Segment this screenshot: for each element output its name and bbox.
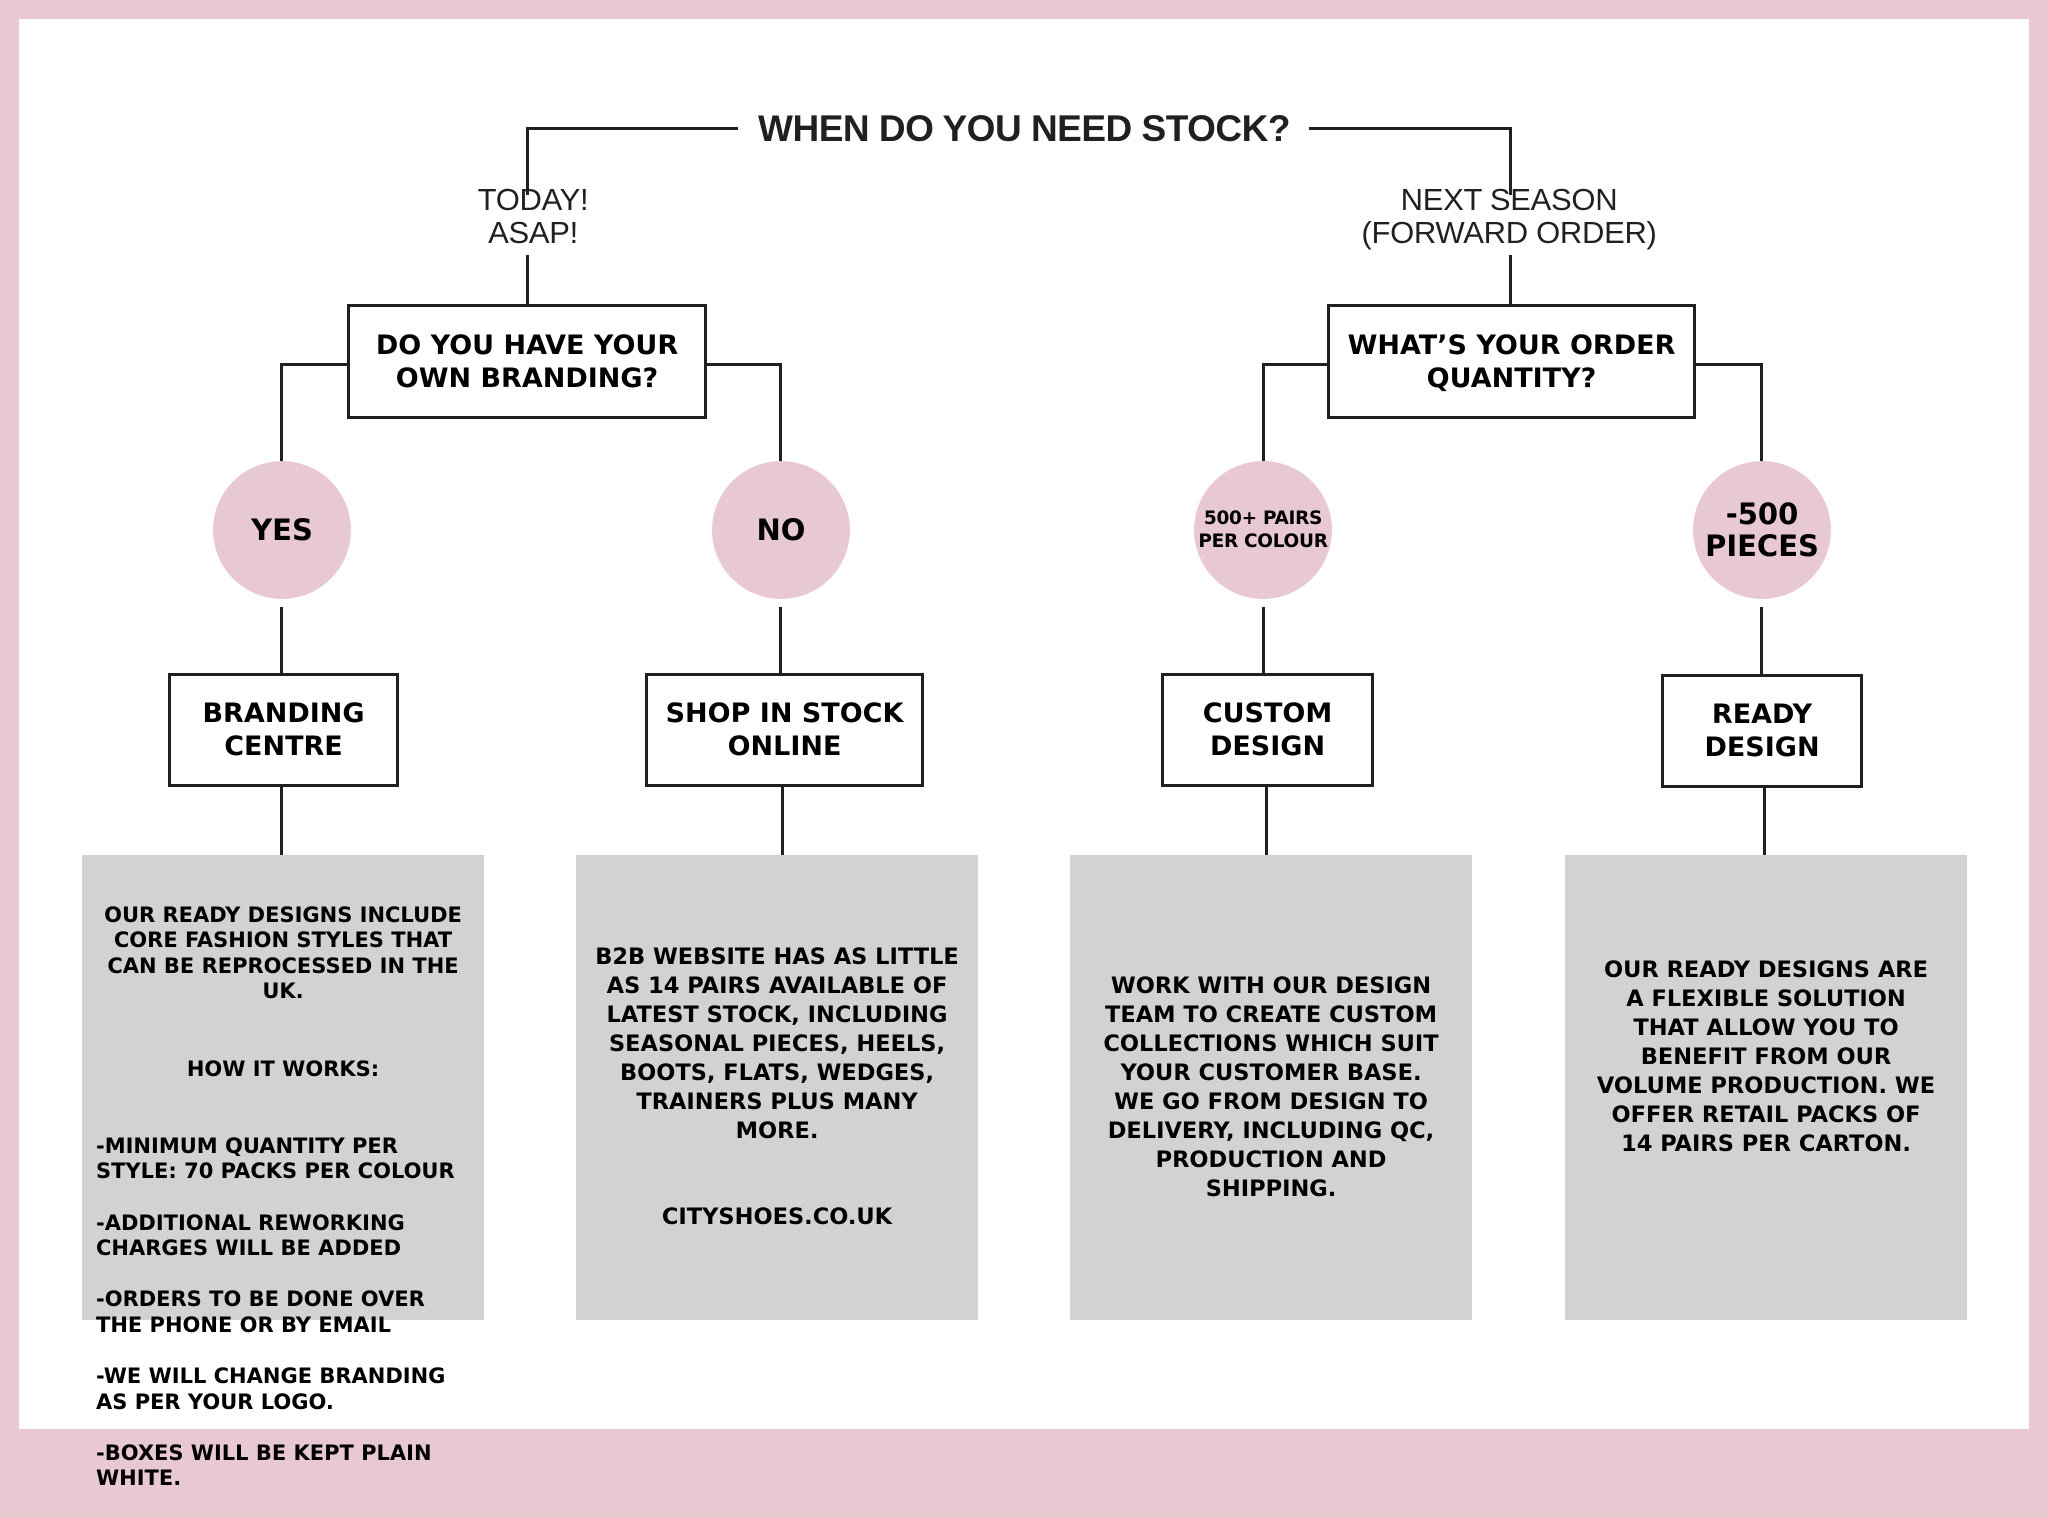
- timing-label-next-season: NEXT SEASON (FORWARD ORDER): [1361, 182, 1657, 250]
- result-box-custom-design: CUSTOM DESIGN: [1161, 673, 1374, 787]
- option-under500-label: -500 PIECES: [1705, 497, 1819, 563]
- result-box-branding-centre: BRANDING CENTRE: [168, 673, 399, 787]
- root-connector-left-drop: [526, 127, 529, 195]
- result-custom-design-text: CUSTOM DESIGN: [1202, 698, 1333, 762]
- result-shop-online-text: SHOP IN STOCK ONLINE: [665, 698, 904, 762]
- result-box-ready-design: READY DESIGN: [1661, 674, 1863, 788]
- info-ready-design-text: OUR READY DESIGNS ARE A FLEXIBLE SOLUTIO…: [1596, 957, 1936, 1157]
- branch-drop-yes: [280, 363, 283, 468]
- result-box-shop-online: SHOP IN STOCK ONLINE: [645, 673, 924, 787]
- branch-line-no: [706, 363, 782, 366]
- option-circle-500plus: 500+ PAIRS PER COLOUR: [1194, 461, 1332, 599]
- connector-yes-to-result: [280, 607, 283, 674]
- timing-label-today: TODAY! ASAP!: [477, 182, 589, 250]
- info-branding-point: -BOXES WILL BE KEPT PLAIN WHITE.: [96, 1440, 432, 1491]
- root-connector-right: [1309, 127, 1512, 130]
- info-shop-online-link[interactable]: CITYSHOES.CO.UK: [661, 1204, 893, 1230]
- flowchart-canvas: WHEN DO YOU NEED STOCK? TODAY! ASAP! NEX…: [19, 19, 2029, 1490]
- question-box-branding: DO YOU HAVE YOUR OWN BRANDING?: [347, 304, 707, 419]
- info-branding-point: -MINIMUM QUANTITY PER STYLE: 70 PACKS PE…: [96, 1133, 455, 1184]
- info-custom-design-text: WORK WITH OUR DESIGN TEAM TO CREATE CUST…: [1103, 972, 1439, 1202]
- option-circle-no: NO: [712, 461, 850, 599]
- connector-ready-to-info: [1763, 787, 1766, 856]
- branch-drop-500plus: [1262, 363, 1265, 468]
- info-shop-online-text: B2B WEBSITE HAS AS LITTLE AS 14 PAIRS AV…: [595, 944, 959, 1144]
- question-branding-text: DO YOU HAVE YOUR OWN BRANDING?: [375, 329, 679, 394]
- info-branding-point: -ADDITIONAL REWORKING CHARGES WILL BE AD…: [96, 1210, 405, 1261]
- result-branding-centre-text: BRANDING CENTRE: [202, 698, 365, 762]
- connector-under500-to-result: [1760, 607, 1763, 674]
- connector-shop-to-info: [781, 786, 784, 856]
- connector-custom-to-info: [1265, 786, 1268, 856]
- root-connector-right-drop: [1509, 127, 1512, 195]
- option-no-label: NO: [756, 513, 806, 547]
- info-box-custom-design: WORK WITH OUR DESIGN TEAM TO CREATE CUST…: [1070, 855, 1472, 1320]
- option-500plus-label: 500+ PAIRS PER COLOUR: [1198, 508, 1328, 552]
- option-circle-yes: YES: [213, 461, 351, 599]
- info-branding-heading: HOW IT WORKS:: [186, 1056, 380, 1081]
- info-branding-intro: OUR READY DESIGNS INCLUDE CORE FASHION S…: [104, 902, 462, 1004]
- connector-season-to-question: [1509, 255, 1512, 305]
- option-yes-label: YES: [251, 513, 313, 547]
- branch-line-500plus: [1262, 363, 1328, 366]
- branch-line-yes: [280, 363, 348, 366]
- info-branding-point: -WE WILL CHANGE BRANDING AS PER YOUR LOG…: [96, 1364, 446, 1414]
- result-ready-design-text: READY DESIGN: [1704, 699, 1820, 763]
- info-box-ready-design: OUR READY DESIGNS ARE A FLEXIBLE SOLUTIO…: [1565, 855, 1967, 1320]
- question-box-quantity: WHAT’S YOUR ORDER QUANTITY?: [1327, 304, 1696, 419]
- branch-line-under500: [1695, 363, 1763, 366]
- branch-drop-under500: [1760, 363, 1763, 468]
- connector-no-to-result: [779, 607, 782, 674]
- root-question: WHEN DO YOU NEED STOCK?: [758, 108, 1290, 149]
- info-branding-point: -ORDERS TO BE DONE OVER THE PHONE OR BY …: [96, 1287, 425, 1337]
- option-circle-under500: -500 PIECES: [1693, 461, 1831, 599]
- info-box-branding-centre: OUR READY DESIGNS INCLUDE CORE FASHION S…: [82, 855, 484, 1490]
- root-connector-left: [526, 127, 738, 130]
- connector-today-to-question: [526, 255, 529, 305]
- question-quantity-text: WHAT’S YOUR ORDER QUANTITY?: [1347, 329, 1676, 394]
- branch-drop-no: [779, 363, 782, 468]
- info-box-shop-online: B2B WEBSITE HAS AS LITTLE AS 14 PAIRS AV…: [576, 855, 978, 1320]
- connector-500plus-to-result: [1262, 607, 1265, 674]
- connector-branding-to-info: [280, 786, 283, 856]
